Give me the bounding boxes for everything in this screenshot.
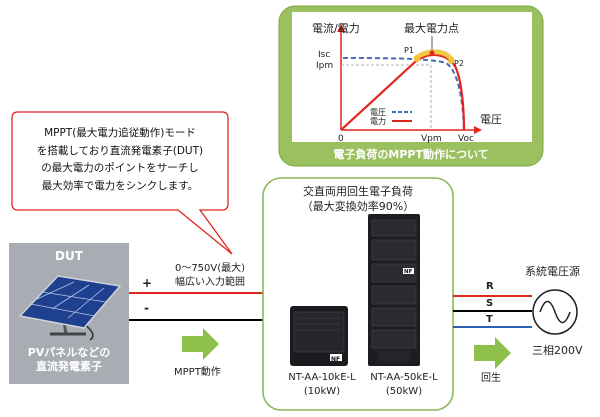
callout-line: を搭載しており直流発電素子(DUT) [36, 144, 204, 157]
sine-wave-icon [539, 300, 571, 324]
regen-arrow-icon [474, 337, 511, 369]
regen-label: 回生 [481, 373, 501, 384]
small-model-label: NT-AA-10kE-L (10kW) [272, 371, 372, 399]
callout-line: 最大効率で電力をシンクします。 [41, 179, 199, 192]
small-model-name: NT-AA-10kE-L [288, 372, 356, 383]
large-model-name: NT-AA-50kE-L [370, 372, 438, 383]
grid-spec: 三相200V [532, 344, 583, 357]
load-unit-10kw-image [290, 306, 348, 366]
callout-text: MPPT(最大電力追従動作)モード を搭載しており直流発電素子(DUT) の最大… [12, 125, 228, 195]
origin-label: 0 [338, 134, 344, 144]
callout-bubble [11, 111, 233, 255]
dut-caption: PVパネルなどの 直流発電素子 [9, 346, 129, 374]
load-unit-50kw-image [368, 214, 420, 366]
large-model-label: NT-AA-50kE-L (50kW) [354, 371, 454, 399]
graph-x-axis-arrowhead [474, 126, 482, 134]
graph-caption: 電子負荷のMPPT動作について [333, 148, 489, 161]
p1-point [414, 56, 420, 62]
small-model-power: (10kW) [303, 386, 341, 397]
current-curve [342, 57, 465, 131]
mpp-search-band [413, 49, 455, 63]
load-title-line2: （最大変換効率90%） [301, 200, 415, 213]
ipm-label: Ipm [316, 61, 334, 71]
p1-label: P1 [404, 46, 414, 55]
vpm-label: Vpm [421, 134, 442, 144]
nf-badge-small: NF [331, 356, 341, 363]
input-range-text: 0～750V(最大) 幅広い入力範囲 [150, 262, 270, 290]
mpp-point [429, 50, 435, 56]
load-title-line1: 交直両用回生電子負荷 [303, 185, 413, 198]
mppt-arrow-label: MPPT動作 [174, 367, 221, 378]
plus-terminal-label: + [142, 276, 153, 290]
power-curve [340, 53, 466, 131]
legend-current-label: 電圧 [370, 108, 386, 117]
legend-power-label: 電力 [370, 117, 386, 126]
graph-y-axis-label: 電流/電力 [312, 22, 360, 35]
large-model-power: (50kW) [385, 386, 423, 397]
input-range-line1: 0～750V(最大) [174, 263, 246, 274]
dut-caption-line2: 直流発電素子 [36, 360, 102, 373]
phase-r-label: R [486, 281, 494, 292]
callout-line: MPPT(最大電力追従動作)モード [44, 127, 196, 139]
dut-title: DUT [55, 249, 83, 263]
nf-badge-large: NF [404, 269, 413, 275]
grid-title: 系統電圧源 [525, 265, 580, 278]
phase-t-label: T [486, 314, 493, 325]
callout-line: の最大電力のポイントをサーチし [41, 162, 199, 174]
graph-x-axis-label: 電圧 [480, 113, 502, 126]
voc-label: Voc [458, 134, 474, 144]
input-range-line2: 幅広い入力範囲 [175, 277, 245, 288]
max-power-point-label: 最大電力点 [404, 22, 459, 35]
p2-label: P2 [454, 59, 464, 68]
phase-s-label: S [486, 298, 494, 309]
isc-label: Isc [318, 50, 331, 60]
load-title: 交直両用回生電子負荷 （最大変換効率90%） [263, 184, 453, 214]
pv-panel-image [18, 275, 122, 341]
dut-caption-line1: PVパネルなどの [27, 346, 111, 359]
graph-y-axis-arrowhead [337, 24, 345, 32]
minus-terminal-label: - [144, 301, 149, 315]
p2-point [448, 58, 454, 64]
mppt-arrow-icon [182, 328, 219, 360]
